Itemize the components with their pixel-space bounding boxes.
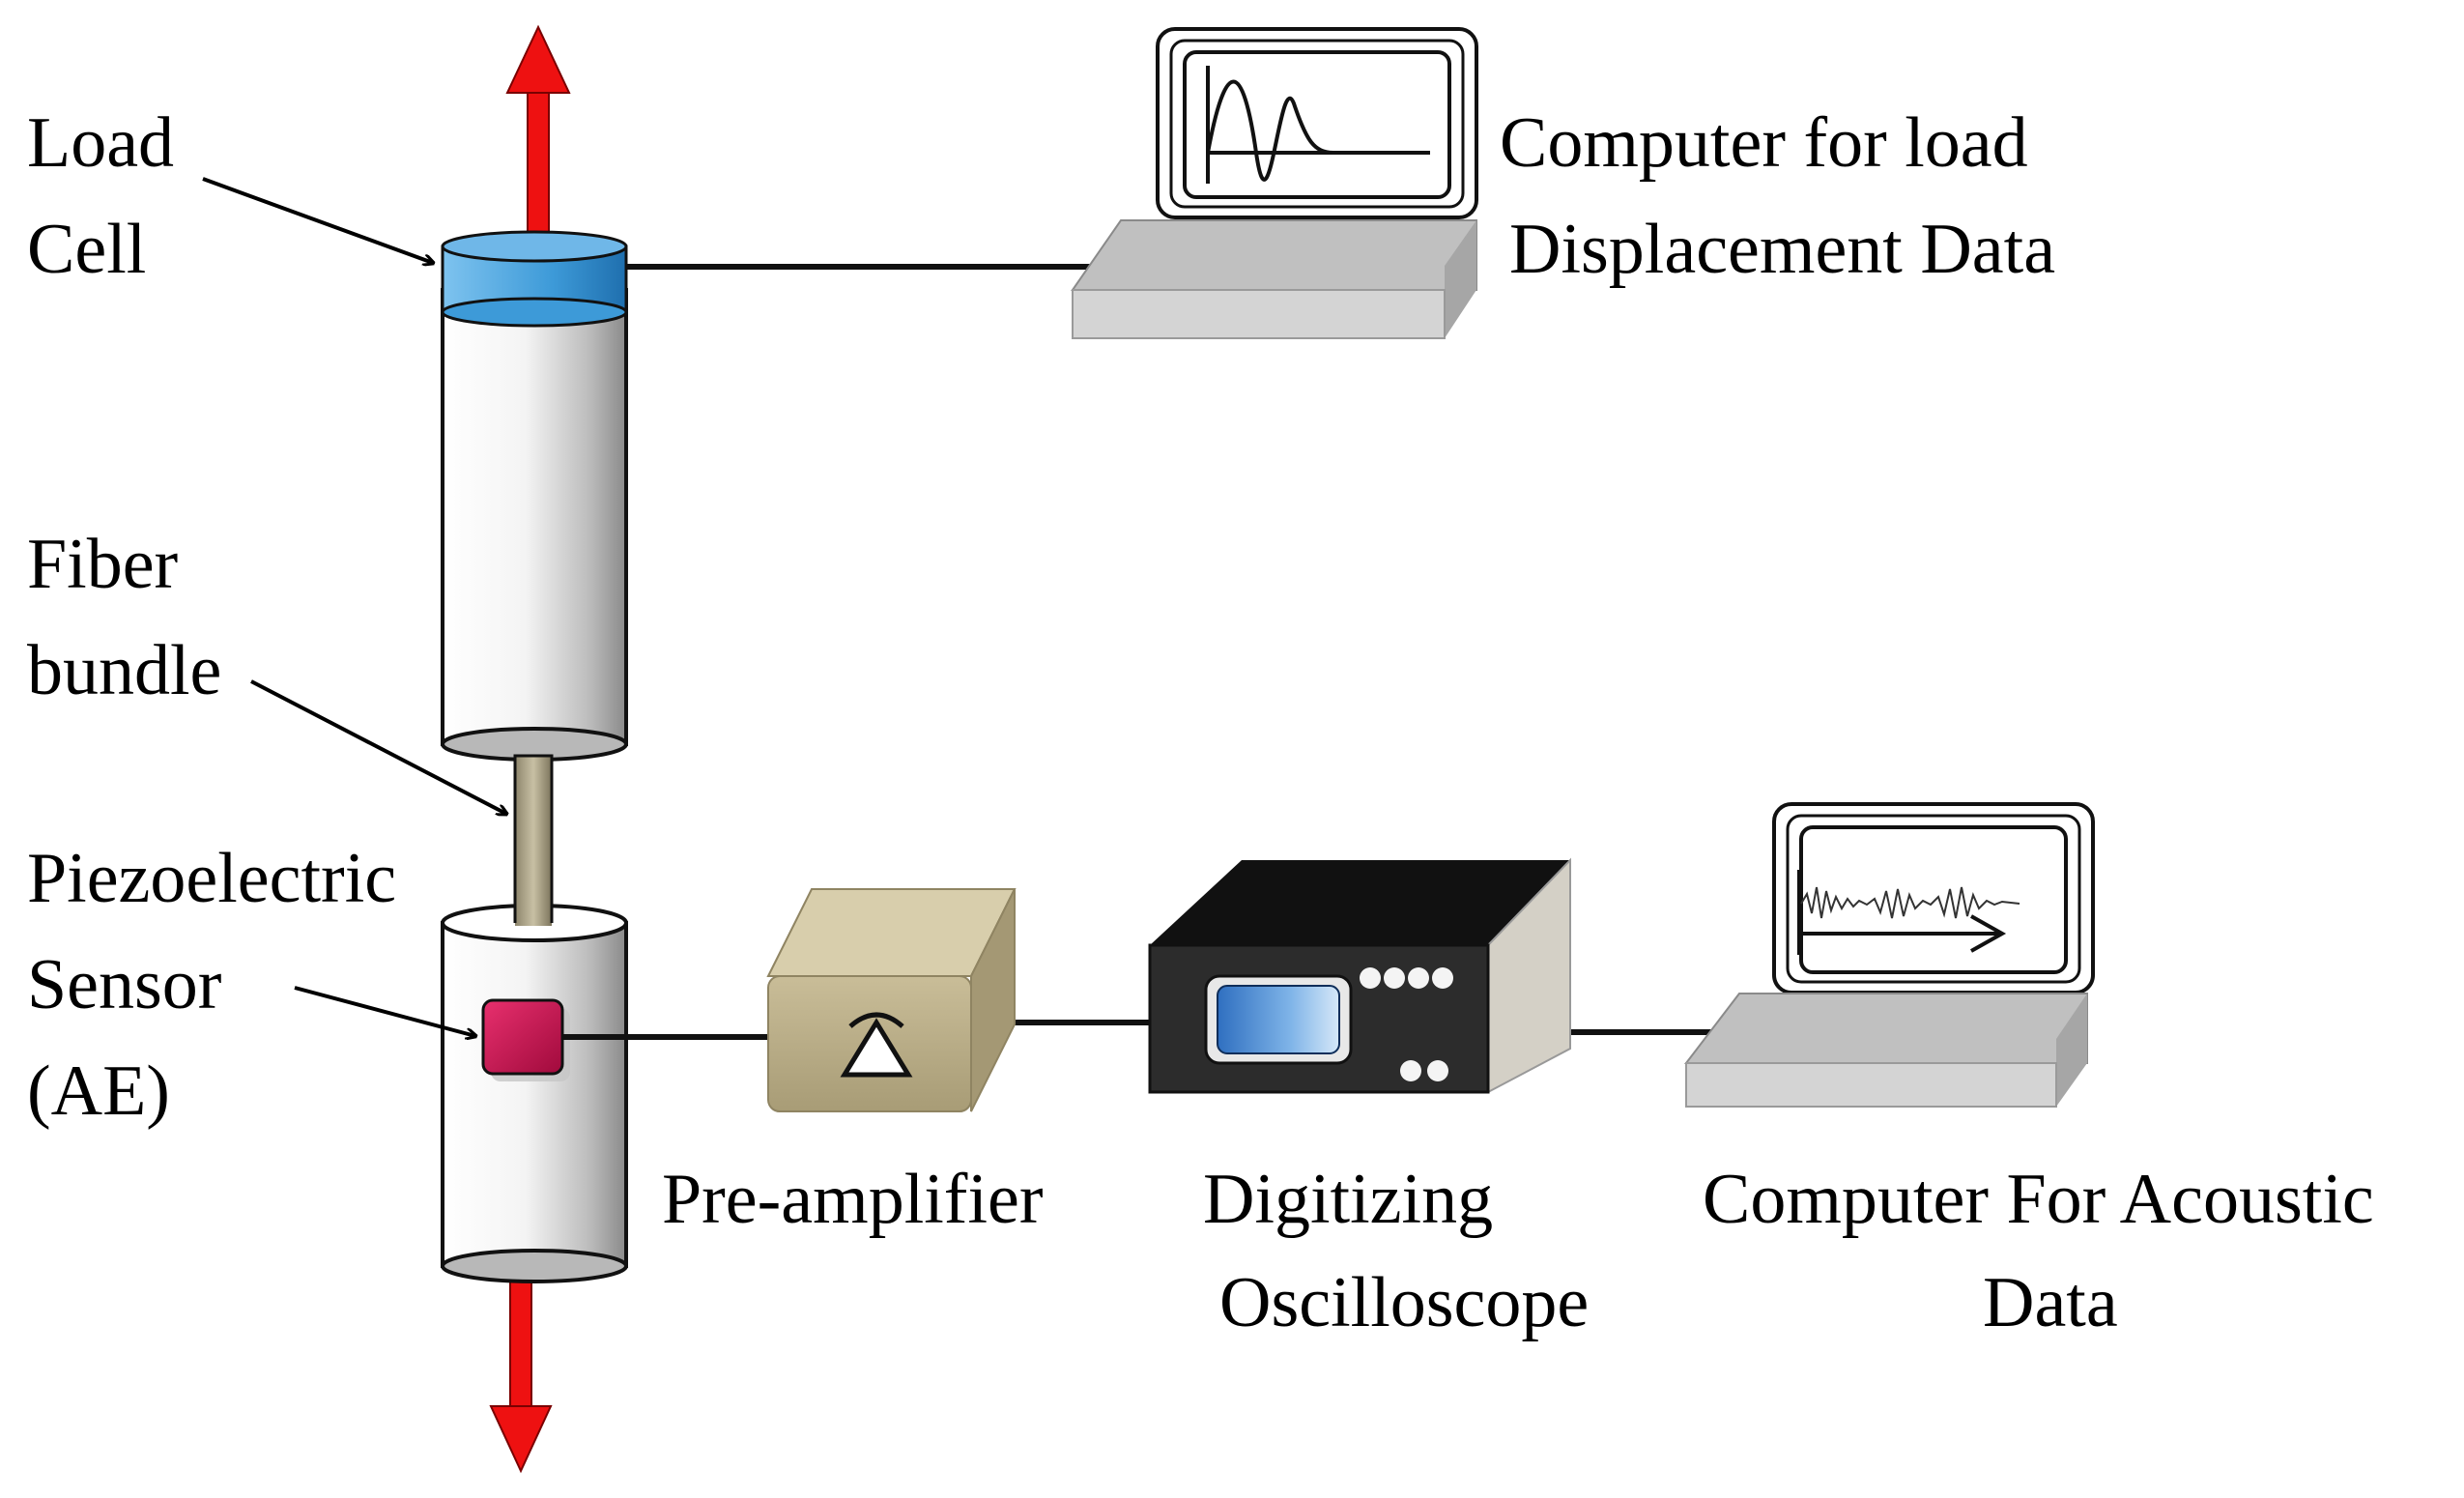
acoustic-computer	[1683, 802, 2095, 1108]
load-cell-pointer	[202, 177, 433, 263]
load-computer	[1071, 27, 1478, 339]
fiber-pointer	[250, 679, 506, 814]
oscilloscope-label-line2: Oscilloscope	[1219, 1263, 1589, 1342]
oscilloscope-label-line1: Digitizing	[1203, 1160, 1493, 1239]
amplifier-triangle-icon	[840, 1012, 913, 1078]
piezoelectric-sensor	[481, 998, 570, 1081]
computer-load-label-line1: Computer for load	[1500, 103, 2028, 183]
sensor-label-line3: (AE)	[27, 1051, 170, 1131]
computer-acoustic-label-line1: Computer For Acoustic	[1703, 1160, 2374, 1239]
computer-acoustic-label-line2: Data	[1983, 1263, 2118, 1342]
preamp-label: Pre-amplifier	[662, 1160, 1044, 1239]
fiber-label-line1: Fiber	[27, 525, 178, 604]
top-force-arrow	[505, 24, 571, 250]
sensor-label-line2: Sensor	[27, 945, 221, 1024]
load-cell-label-line1: Load	[27, 103, 174, 183]
sensor-pointer	[294, 986, 475, 1036]
lower-grip-cylinder	[441, 899, 628, 1283]
computer-load-label-line2: Displacement Data	[1509, 210, 2055, 289]
pre-amplifier	[766, 888, 1017, 1112]
bottom-force-arrow	[489, 1265, 553, 1474]
upper-grip-cylinder	[441, 230, 628, 762]
sine-wave-icon	[1206, 66, 1430, 184]
load-cell-label-line2: Cell	[27, 210, 146, 289]
fiber-label-line2: bundle	[27, 631, 221, 710]
acoustic-waveform-icon	[1797, 870, 2020, 955]
digitizing-oscilloscope	[1148, 857, 1571, 1094]
sensor-label-line1: Piezoelectric	[27, 839, 396, 918]
